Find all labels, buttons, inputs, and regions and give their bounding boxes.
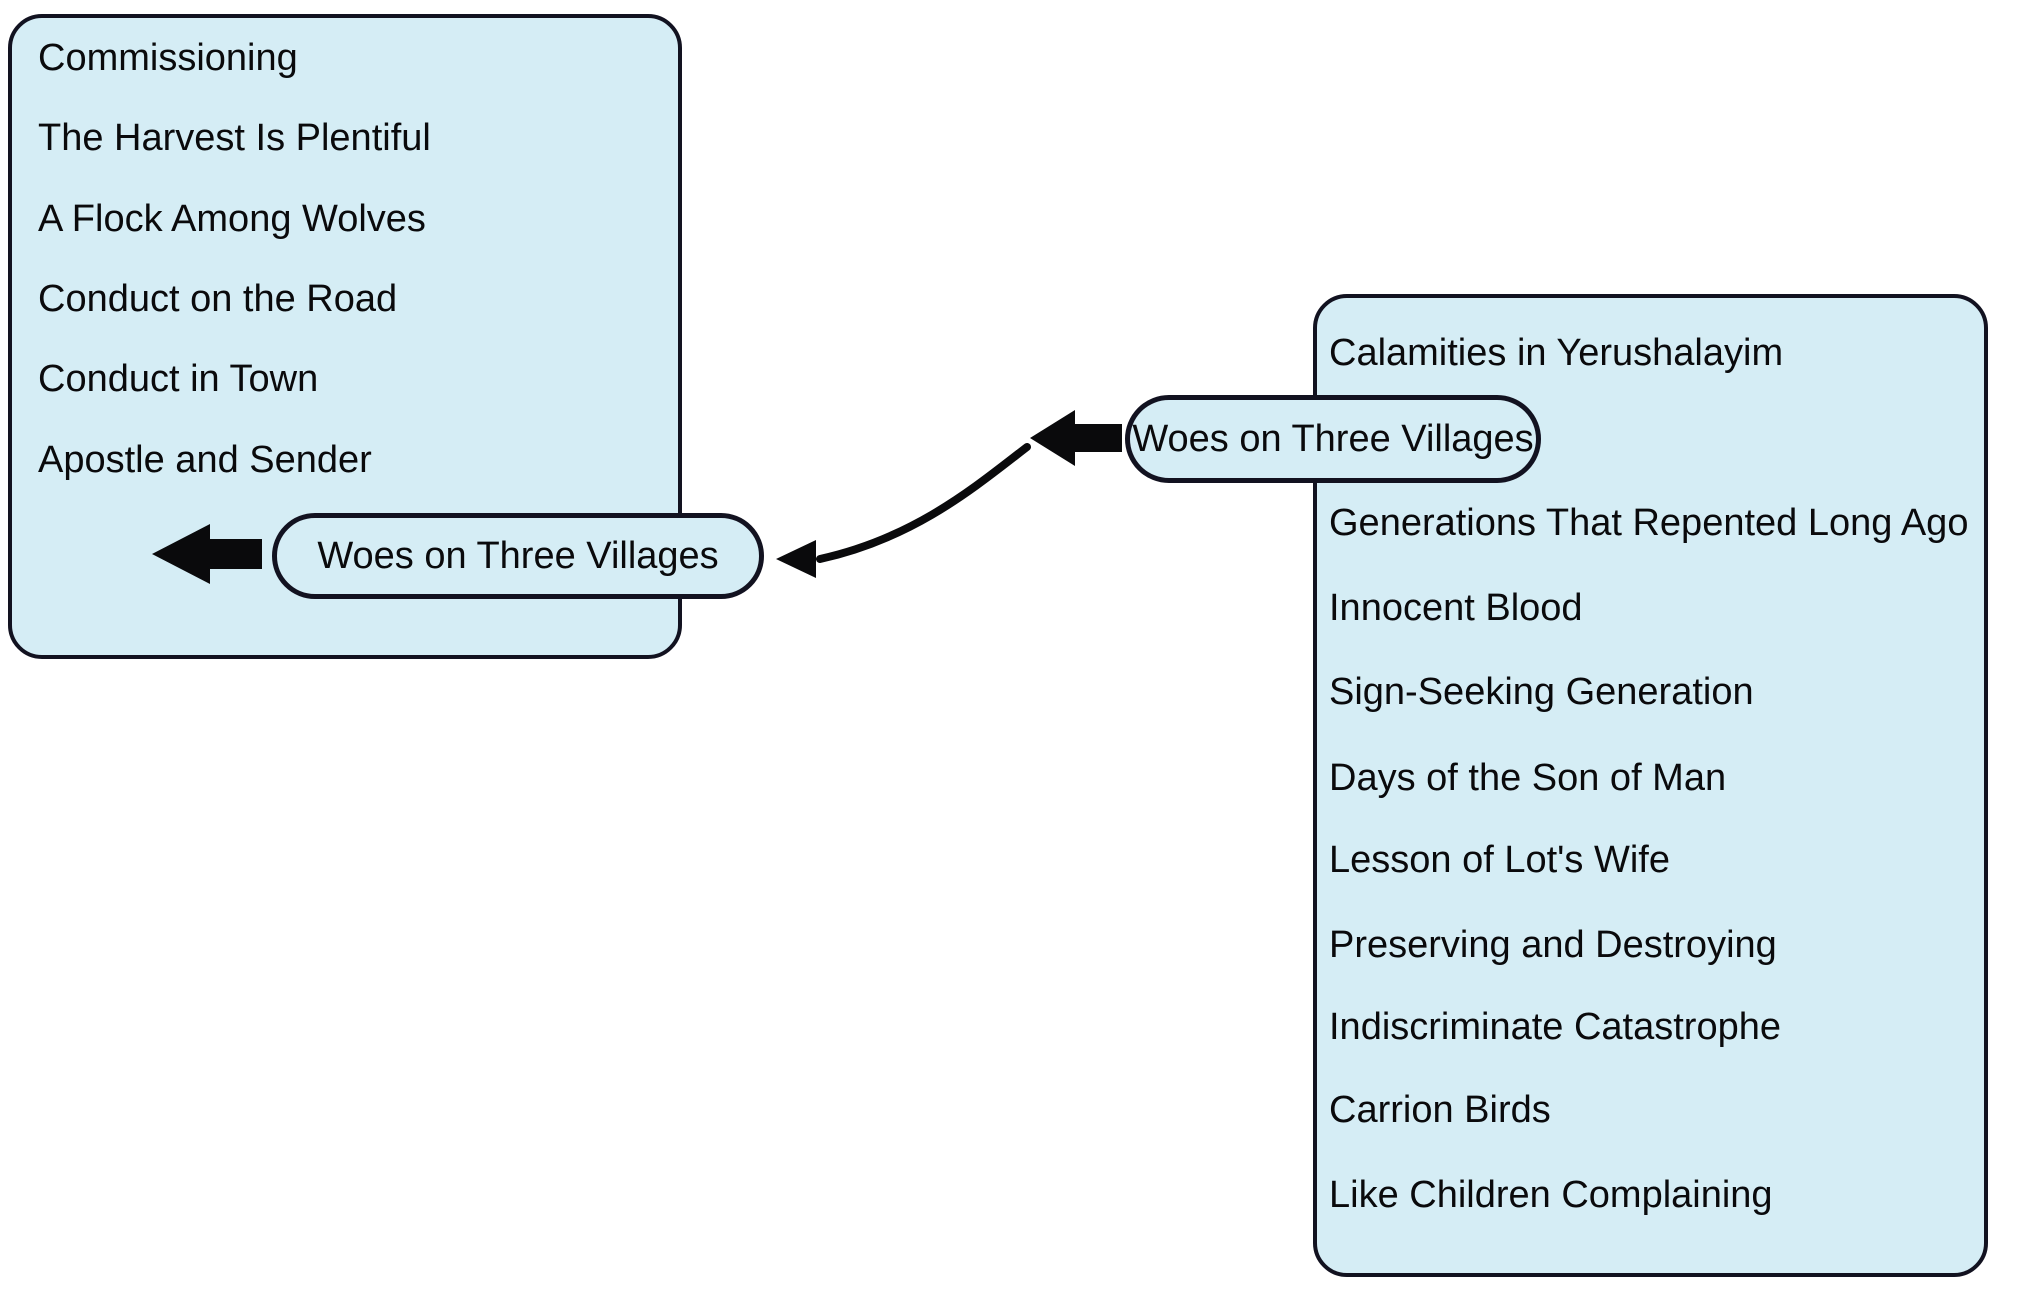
topic-item: Like Children Complaining [1329,1174,1773,1216]
topic-item: Apostle and Sender [38,439,372,481]
topic-item: Preserving and Destroying [1329,924,1777,966]
topic-item: Generations That Repented Long Ago [1329,502,1969,544]
thick-left-arrow-icon [1030,410,1122,466]
topic-item: Lesson of Lot's Wife [1329,839,1670,881]
topic-item: Conduct on the Road [38,278,398,320]
topic-item: Days of the Son of Man [1329,757,1727,799]
curved-connector-arrow-icon [776,443,1031,578]
topic-item: Carrion Birds [1329,1089,1551,1131]
topic-item: Calamities in Yerushalayim [1329,332,1784,374]
topic-item: Sign-Seeking Generation [1329,671,1754,713]
pill-label: Woes on Three Villages [317,534,719,577]
right-pill-woes: Woes on Three Villages [1125,395,1541,483]
topic-item: Commissioning [38,37,298,79]
topic-item: Conduct in Town [38,358,319,400]
topic-item: A Flock Among Wolves [38,198,426,240]
thick-left-arrow-icon [152,524,262,584]
left-pill-woes: Woes on Three Villages [272,513,764,599]
pill-label: Woes on Three Villages [1132,417,1534,460]
right-topic-box: Calamities in Yerushalayim Generations T… [1313,294,1988,1277]
topic-item: Innocent Blood [1329,587,1583,629]
topic-item: Indiscriminate Catastrophe [1329,1006,1781,1048]
topic-item: The Harvest Is Plentiful [38,117,431,159]
